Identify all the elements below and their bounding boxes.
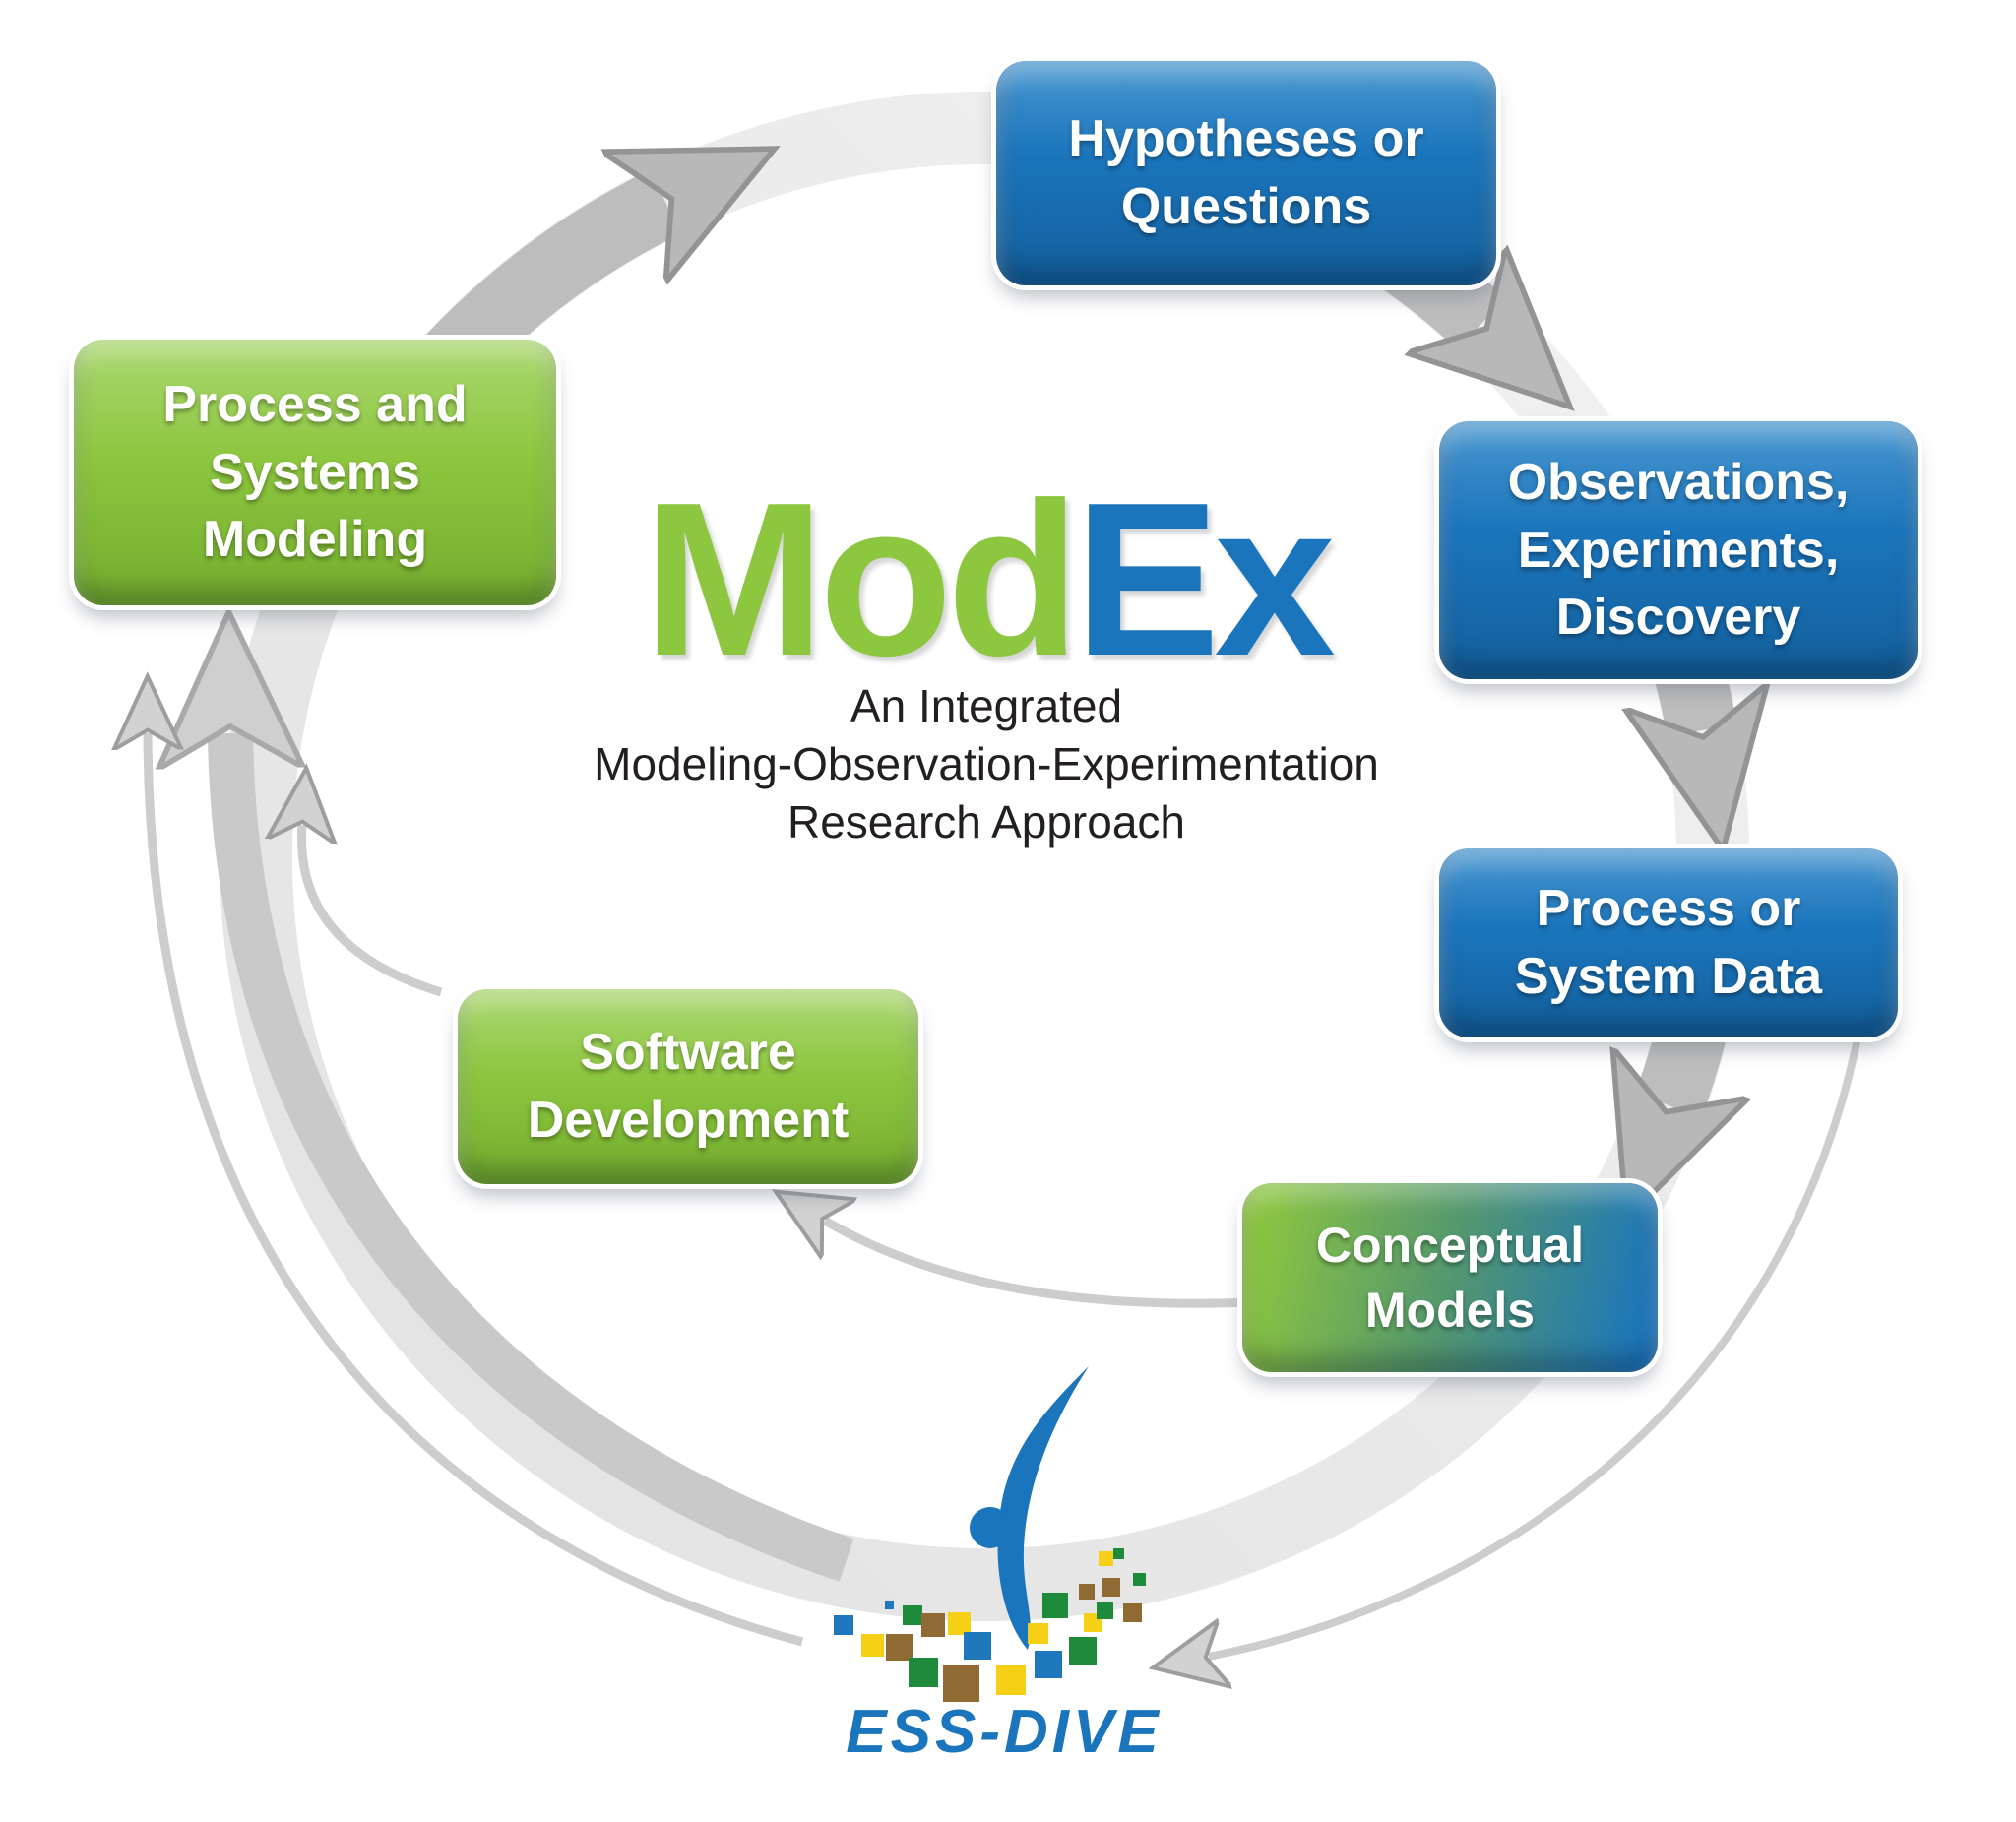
box-modeling-label: Process and Systems Modeling (162, 376, 468, 569)
modex-mod-part: Mod (643, 458, 1080, 702)
essdive-wordmark: ESS-DIVE (846, 1698, 1163, 1766)
box-process-and-systems-modeling: Process and Systems Modeling (74, 340, 556, 605)
box-conceptual-label: Conceptual Models (1315, 1218, 1585, 1338)
arrow-feedback-thick-to-modeling (230, 733, 854, 1582)
box-software-label: Software Development (527, 1024, 850, 1149)
subtitle-line-3: Research Approach (787, 795, 1186, 848)
box-observations-label: Observations, Experiments, Discovery (1507, 454, 1850, 647)
box-process-or-system-data: Process or System Data (1439, 848, 1898, 1037)
subtitle-line-2: Modeling-Observation-Experimentation (594, 737, 1379, 789)
arrow-feedback-thin-to-modeling (148, 733, 804, 1647)
box-processdata-label: Process or System Data (1514, 880, 1823, 1005)
arrow-conceptual-to-software (825, 1221, 1273, 1308)
modex-wordmark: ModEx (643, 471, 1336, 689)
box-hypotheses-label: Hypotheses or Questions (1068, 110, 1424, 235)
box-hypotheses-or-questions: Hypotheses or Questions (996, 61, 1496, 285)
box-conceptual-models: Conceptual Models (1242, 1183, 1658, 1372)
box-observations-experiments-discovery: Observations, Experiments, Discovery (1439, 421, 1918, 679)
arrow-software-to-modeling (301, 825, 443, 997)
box-software-development: Software Development (458, 989, 918, 1184)
subtitle-line-1: An Integrated (850, 680, 1123, 731)
modex-subtitle: An Integrated Modeling-Observation-Exper… (594, 677, 1379, 851)
modex-ex-part: Ex (1074, 458, 1336, 702)
arrow-right-to-essdive (1209, 1023, 1864, 1657)
